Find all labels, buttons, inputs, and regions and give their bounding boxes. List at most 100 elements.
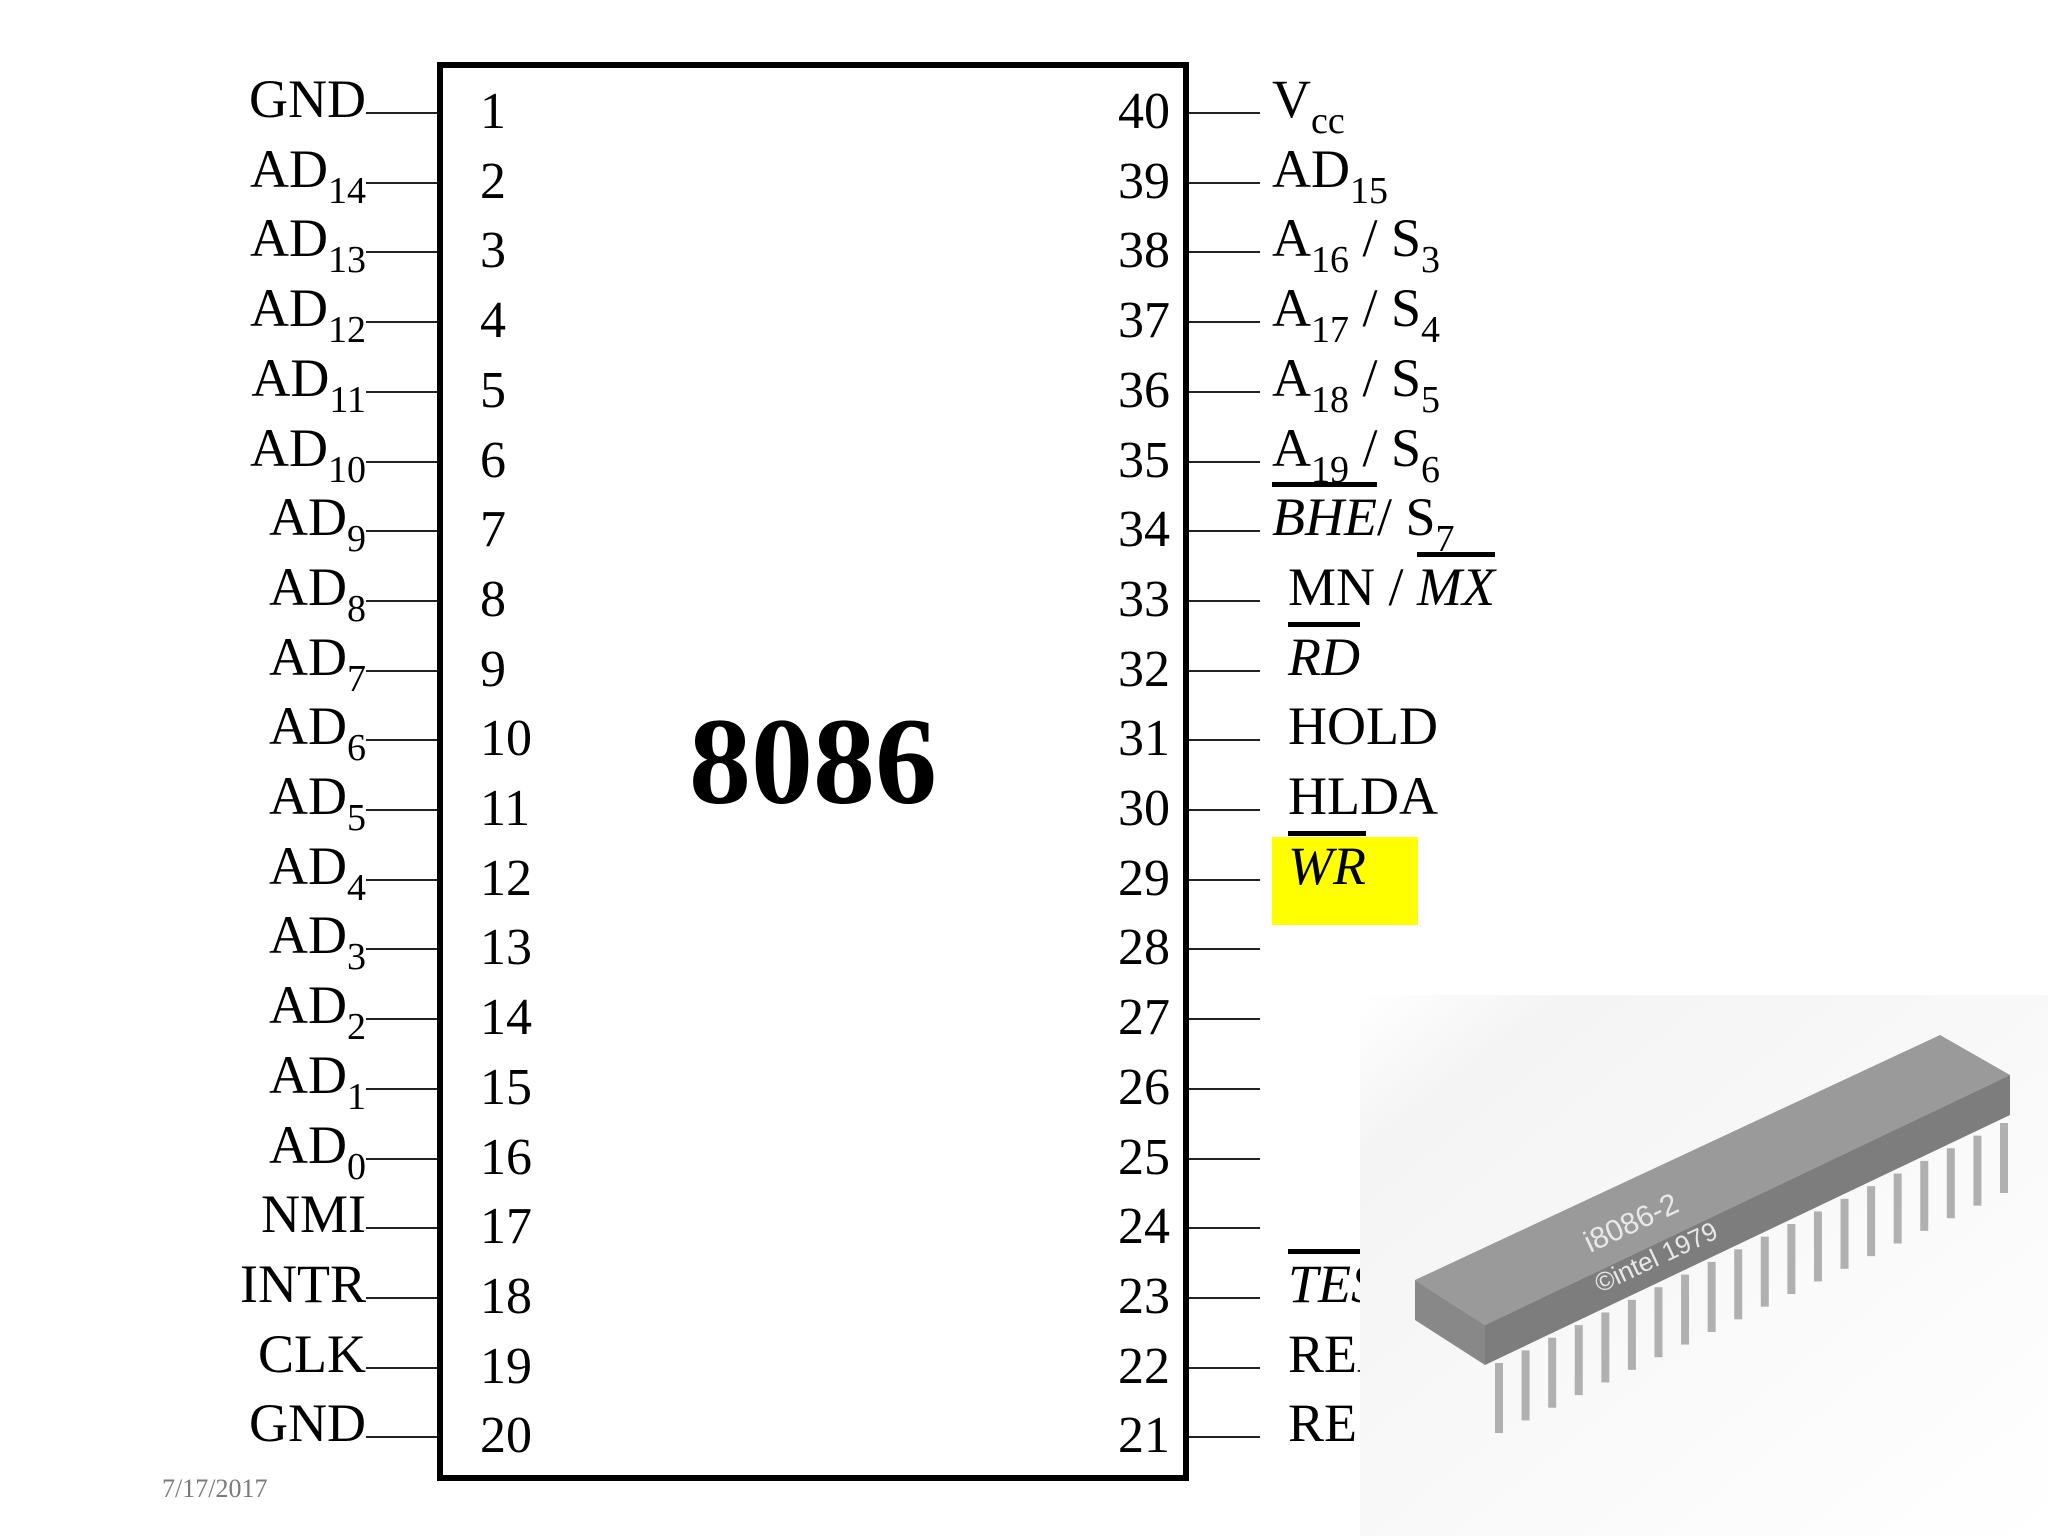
pin-lead-right	[1189, 599, 1260, 602]
signal-base: AD	[269, 696, 347, 757]
pin-signal-label: AD2	[269, 975, 366, 1046]
signal-base: GND	[249, 69, 366, 129]
signal-base: AD	[250, 208, 328, 269]
pin-lead-left	[366, 878, 437, 881]
signal-base: / S	[1376, 487, 1436, 548]
pin-number: 31	[1118, 710, 1170, 768]
signal-subscript: 0	[347, 1145, 366, 1188]
pin-lead-right	[1189, 1296, 1260, 1299]
pin-signal-label: AD10	[250, 421, 366, 489]
chip-package-top	[1415, 1035, 2010, 1325]
pin-signal-label: BHE/ S7	[1272, 487, 1455, 558]
pin-number: 3	[480, 222, 506, 280]
chip-photo-leg	[1548, 1337, 1557, 1408]
signal-subscript: 7	[1435, 518, 1455, 561]
chip-photo-leg	[1707, 1261, 1716, 1332]
chip-photo-leg	[1813, 1211, 1822, 1282]
signal-active-low: MX	[1417, 556, 1495, 617]
pin-lead-right	[1189, 112, 1260, 114]
signal-base: CLK	[258, 1323, 366, 1384]
pin-lead-left	[366, 181, 437, 184]
pin-number: 4	[480, 292, 506, 350]
signal-subscript: 14	[328, 169, 366, 212]
signal-base: HLDA	[1288, 766, 1438, 826]
pin-number: 26	[1118, 1058, 1170, 1116]
chip-photo-leg	[1601, 1312, 1610, 1383]
signal-base: AD	[269, 1114, 347, 1175]
pin-lead-left	[366, 739, 437, 742]
pin-signal-label: AD3	[269, 905, 366, 976]
slide-date: 7/17/2017	[162, 1474, 268, 1503]
pin-signal-label: AD6	[269, 696, 366, 767]
signal-subscript: 13	[328, 239, 366, 282]
chip-photo-leg	[1840, 1198, 1849, 1269]
pin-signal-label: AD5	[269, 769, 366, 837]
signal-subscript: 11	[329, 378, 366, 421]
signal-subscript: cc	[1311, 100, 1345, 142]
pin-number: 8	[480, 570, 506, 628]
signal-base: A	[1272, 347, 1311, 408]
signal-base: A	[1272, 208, 1311, 269]
pin-lead-right	[1189, 1227, 1260, 1230]
pin-lead-left	[366, 599, 437, 602]
pin-lead-right	[1189, 948, 1260, 951]
pin-number: 18	[480, 1267, 532, 1325]
pin-lead-left	[366, 1366, 437, 1369]
pin-lead-left	[366, 1227, 437, 1230]
signal-base: AD	[269, 905, 347, 966]
signal-base: AD	[269, 975, 347, 1036]
signal-highlight	[1272, 836, 1418, 925]
pin-number: 22	[1118, 1337, 1170, 1395]
pin-number: 2	[480, 152, 506, 210]
pin-signal-label: AD12	[250, 281, 366, 349]
pin-lead-right	[1189, 321, 1260, 324]
signal-base: AD	[250, 138, 328, 199]
signal-subscript: 17	[1311, 309, 1349, 352]
chip-photo-leg	[1787, 1224, 1796, 1295]
pin-number: 34	[1118, 501, 1170, 559]
chip-photo-legs	[1495, 1123, 2008, 1433]
pin-signal-label: AD1	[269, 1048, 366, 1116]
chip-title: 8086	[689, 693, 937, 830]
pin-number: 5	[480, 361, 506, 419]
chip-photo: i8086-2 ©intel 1979	[1360, 995, 2048, 1536]
pin-lead-left	[366, 321, 437, 324]
pin-number: 12	[480, 849, 532, 907]
signal-subscript: 1	[347, 1075, 366, 1118]
pin-lead-right	[1189, 878, 1260, 881]
pin-number: 15	[480, 1058, 532, 1116]
pin-lead-right	[1189, 1018, 1260, 1021]
pin-lead-right	[1189, 181, 1260, 184]
pin-lead-left	[366, 1436, 437, 1439]
pin-number: 1	[480, 83, 506, 140]
pin-lead-right	[1189, 669, 1260, 672]
pin-lead-right	[1189, 530, 1260, 533]
pin-number: 21	[1118, 1407, 1170, 1465]
chip-photo-leg	[1627, 1299, 1636, 1370]
pin-signal-label: INTR	[240, 1257, 366, 1311]
pin-signal-label: NMI	[261, 1187, 366, 1241]
pin-lead-left	[366, 1296, 437, 1299]
signal-subscript: 6	[347, 727, 366, 770]
pin-signal-label: AD14	[250, 138, 366, 210]
signal-subscript: 6	[1421, 448, 1441, 491]
pin-lead-right	[1189, 390, 1260, 393]
pin-lead-left	[366, 251, 437, 254]
signal-subscript: 16	[1311, 239, 1349, 282]
signal-subscript: 18	[1311, 378, 1349, 421]
pin-number: 23	[1118, 1267, 1170, 1325]
pin-signal-label: AD15	[1272, 142, 1388, 210]
chip-photo-leg	[1867, 1186, 1876, 1257]
signal-base: A	[1272, 417, 1311, 478]
pin-signal-label: RD	[1288, 630, 1360, 684]
chip-photo-leg	[1734, 1249, 1743, 1320]
pin-lead-right	[1189, 1436, 1260, 1439]
pin-lead-right	[1189, 460, 1260, 463]
pin-lead-right	[1189, 1157, 1260, 1160]
signal-base: AD	[269, 626, 347, 687]
pin-lead-left	[366, 1157, 437, 1160]
pin-number: 27	[1118, 989, 1170, 1047]
pin-signal-label: HLDA	[1288, 769, 1438, 823]
signal-active-low: WR	[1288, 835, 1366, 896]
